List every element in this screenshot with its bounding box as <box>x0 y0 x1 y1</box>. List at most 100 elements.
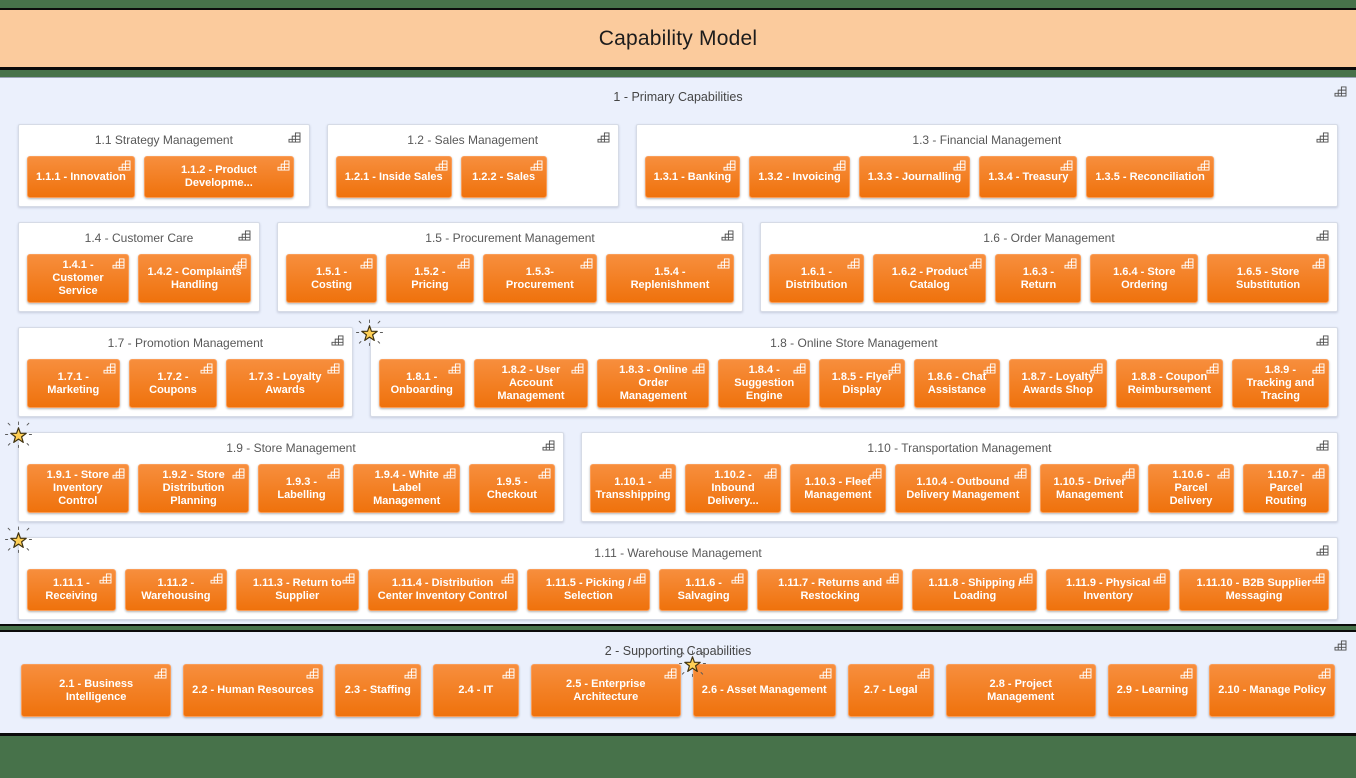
section-title: 1 - Primary Capabilities <box>613 90 743 104</box>
capability-box[interactable]: 1.7.2 - Coupons <box>128 359 218 408</box>
capability-children: 1.3.1 - Banking 1.3.2 - Invoicing <box>644 156 1329 198</box>
capability-box[interactable]: 1.3.1 - Banking <box>644 156 741 198</box>
capability-box[interactable]: 1.6.3 - Return <box>995 254 1082 303</box>
capability-box[interactable]: 2.2 - Human Resources <box>183 664 323 717</box>
chart-grid-icon <box>819 668 832 679</box>
capability-box[interactable]: 1.9.5 - Checkout <box>468 464 555 513</box>
chart-grid-icon <box>1312 468 1325 479</box>
capability-label: 1.4.1 - Customer Service <box>52 259 104 297</box>
capability-box[interactable]: 2.1 - Business Intelligence <box>21 664 172 717</box>
capability-label: 1.9.1 - Store Inventory Control <box>46 469 109 507</box>
capability-box[interactable]: 1.3.5 - Reconciliation <box>1086 156 1214 198</box>
chart-grid-icon <box>1180 668 1193 679</box>
capability-box[interactable]: 1.6.1 - Distribution <box>769 254 864 303</box>
capability-box[interactable]: 1.8.4 - Suggestion Engine <box>718 359 810 408</box>
capability-box[interactable]: 1.11.4 - Distribution Center Inventory C… <box>367 569 518 611</box>
chart-grid-icon <box>501 573 514 584</box>
chart-grid-icon <box>1316 440 1329 451</box>
capability-label: 1.7.3 - Loyalty Awards <box>248 370 322 396</box>
capability-box[interactable]: 1.7.3 - Loyalty Awards <box>226 359 344 408</box>
capability-group[interactable]: 1.3 - Financial Management <box>635 124 1338 207</box>
chart-grid-icon <box>443 468 456 479</box>
group-rows: 1.1 Strategy Management <box>5 104 1346 620</box>
capability-box[interactable]: 1.10.1 - Transshipping <box>589 464 676 513</box>
capability-group[interactable]: 1.8 - Online Store Management <box>369 327 1338 417</box>
capability-box[interactable]: 2.5 - Enterprise Architecture <box>530 664 681 717</box>
capability-box[interactable]: 1.5.4 - Replenishment <box>606 254 734 303</box>
capability-box[interactable]: 2.7 - Legal <box>847 664 934 717</box>
chart-grid-icon <box>1197 160 1210 171</box>
capability-group[interactable]: 1.10 - Transportation Management <box>580 432 1338 522</box>
capability-group[interactable]: 1.4 - Customer Care <box>18 222 260 312</box>
capability-box[interactable]: 1.10.7 - Parcel Routing <box>1243 464 1330 513</box>
capability-group[interactable]: 1.11 - Warehouse Management <box>5 526 1338 620</box>
capability-box[interactable]: 1.5.1 - Costing <box>286 254 378 303</box>
capability-box[interactable]: 2.9 - Learning <box>1107 664 1198 717</box>
chart-grid-icon <box>1079 668 1092 679</box>
group-header: 1.10 - Transportation Management <box>590 439 1329 457</box>
capability-box[interactable]: 1.9.3 - Labelling <box>258 464 345 513</box>
capability-box[interactable]: 1.11.7 - Returns and Restocking <box>757 569 904 611</box>
group-title: 1.6 - Order Management <box>983 231 1115 245</box>
capability-box[interactable]: 1.9.4 - White Label Management <box>353 464 460 513</box>
chart-grid-icon <box>306 668 319 679</box>
capability-box[interactable]: 1.3.3 - Journalling <box>858 156 971 198</box>
capability-box[interactable]: 1.1.2 - Product Developme... <box>143 156 294 198</box>
capability-group[interactable]: 1.7 - Promotion Management <box>18 319 383 417</box>
capability-box[interactable]: 1.11.1 - Receiving <box>27 569 116 611</box>
capability-box[interactable]: 1.2.2 - Sales <box>460 156 547 198</box>
capability-box[interactable]: 1.11.5 - Picking / Selection <box>526 569 651 611</box>
group-row: 1.7 - Promotion Management <box>18 319 1338 417</box>
capability-box[interactable]: 1.8.7 - Loyalty Awards Shop <box>1008 359 1107 408</box>
capability-group[interactable]: 1.1 Strategy Management <box>18 124 310 207</box>
capability-box[interactable]: 1.10.3 - Fleet Management <box>790 464 886 513</box>
capability-box[interactable]: 1.10.2 - Inbound Delivery... <box>684 464 782 513</box>
capability-box[interactable]: 1.10.4 - Outbound Delivery Management <box>894 464 1032 513</box>
capability-box[interactable]: 2.10 - Manage Policy <box>1209 664 1335 717</box>
capability-box[interactable]: 1.10.6 - Parcel Delivery <box>1148 464 1235 513</box>
capability-box[interactable]: 1.11.3 - Return to Supplier <box>235 569 359 611</box>
capability-label: 2.8 - Project Management <box>987 677 1055 703</box>
capability-box[interactable]: 1.8.8 - Coupon Reimbursement <box>1115 359 1223 408</box>
capability-box[interactable]: 1.11.6 - Salvaging <box>659 569 748 611</box>
capability-box[interactable]: 2.6 - Asset Management <box>678 650 836 717</box>
capability-box[interactable]: 1.6.5 - Store Substitution <box>1207 254 1329 303</box>
capability-box[interactable]: 1.5.2 - Pricing <box>386 254 474 303</box>
capability-box[interactable]: 1.8.3 - Online Order Management <box>597 359 710 408</box>
capability-box[interactable]: 2.8 - Project Management <box>945 664 1096 717</box>
capability-box[interactable]: 1.8.1 - Onboarding <box>378 359 465 408</box>
capability-box[interactable]: 1.11.8 - Shipping / Loading <box>912 569 1038 611</box>
capability-box[interactable]: 1.9.1 - Store Inventory Control <box>27 464 129 513</box>
capability-box[interactable]: 1.5.3- Procurement <box>482 254 598 303</box>
capability-box[interactable]: 1.3.2 - Invoicing <box>749 156 850 198</box>
capability-label: 1.11.6 - Salvaging <box>677 577 730 602</box>
capability-box[interactable]: 1.6.4 - Store Ordering <box>1090 254 1199 303</box>
capability-box[interactable]: 1.10.5 - Driver Management <box>1040 464 1140 513</box>
capability-box[interactable]: 1.11.10 - B2B Supplier Messaging <box>1179 569 1329 611</box>
capability-box[interactable]: 1.8.2 - User Account Management <box>473 359 589 408</box>
capability-group[interactable]: 1.6 - Order Management <box>760 222 1338 312</box>
capability-box[interactable]: 1.9.2 - Store Distribution Planning <box>137 464 250 513</box>
capability-group[interactable]: 1.9 - Store Management <box>5 421 564 522</box>
capability-box[interactable]: 1.8.9 - Tracking and Tracing <box>1231 359 1329 408</box>
capability-box[interactable]: 1.1.1 - Innovation <box>27 156 135 198</box>
capability-group[interactable]: 1.5 - Procurement Management <box>277 222 743 312</box>
capability-box[interactable]: 1.8.5 - Flyer Display <box>818 359 905 408</box>
capability-box[interactable]: 1.3.4 - Treasury <box>979 156 1078 198</box>
capability-children: 1.10.1 - Transshipping 1.10.2 - Inbound … <box>589 464 1330 513</box>
capability-box[interactable]: 2.4 - IT <box>432 664 519 717</box>
capability-box[interactable]: 1.8.6 - Chat Assistance <box>913 359 1000 408</box>
capability-box[interactable]: 1.6.2 - Product Catalog <box>872 254 987 303</box>
divider-strip <box>0 70 1356 77</box>
capability-box[interactable]: 1.11.9 - Physical Inventory <box>1046 569 1170 611</box>
capability-box[interactable]: 1.4.2 - Complaints Handling <box>138 254 251 303</box>
capability-box[interactable]: 2.3 - Staffing <box>334 664 421 717</box>
capability-box[interactable]: 1.4.1 - Customer Service <box>27 254 130 303</box>
capability-box[interactable]: 1.7.1 - Marketing <box>27 359 120 408</box>
capability-box[interactable]: 1.2.1 - Inside Sales <box>335 156 452 198</box>
chart-grid-icon <box>232 468 245 479</box>
capability-box[interactable]: 1.11.2 - Warehousing <box>124 569 227 611</box>
capability-group[interactable]: 1.2 - Sales Management <box>326 124 619 207</box>
group-header: 1.4 - Customer Care <box>27 229 251 247</box>
